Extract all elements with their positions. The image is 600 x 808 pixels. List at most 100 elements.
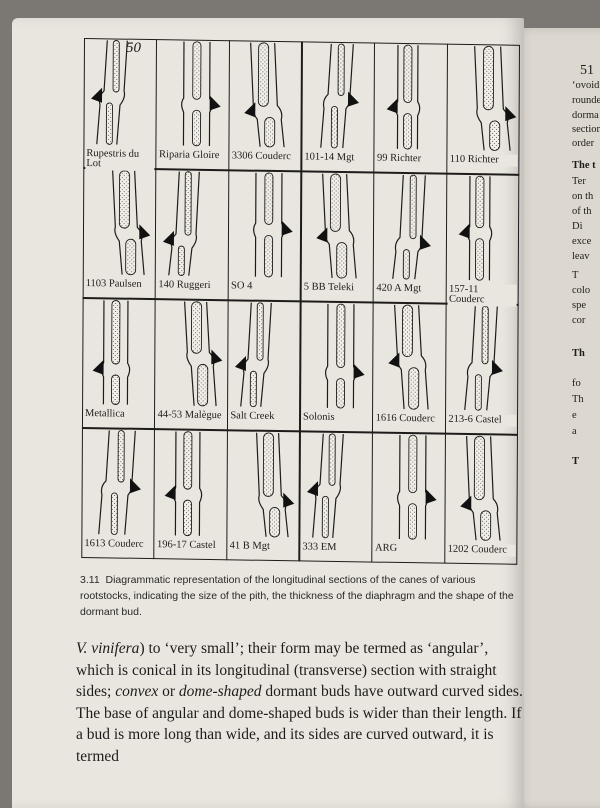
right-text-line: section (572, 124, 600, 135)
pith-lower (474, 238, 485, 281)
cane-drawing (392, 174, 431, 280)
pith-lower (110, 374, 121, 405)
right-text-line: dorma (572, 110, 599, 121)
cane-drawing (181, 41, 221, 147)
rootstock-label: 213-6 Castel (447, 413, 517, 427)
body-italic-dome-shaped: dome-shaped (178, 683, 262, 700)
rootstock-label: 5 BB Teleki (302, 281, 372, 295)
pith-upper (257, 42, 270, 107)
dormant-bud (306, 481, 319, 497)
dormant-bud (353, 363, 365, 379)
pith-upper (328, 433, 336, 486)
rootstock-label: 41 B Mgt (228, 540, 298, 554)
dormant-bud (491, 359, 503, 375)
rootstock-label: 157-11 Couderc (447, 283, 517, 307)
right-page-number: 51 (580, 63, 594, 78)
pith-lower (264, 116, 276, 148)
pith-lower (335, 378, 345, 409)
body-italic-convex: convex (115, 683, 159, 700)
cane-drawing (256, 432, 295, 538)
pith-upper (264, 172, 274, 225)
right-text-line: fo (572, 378, 581, 389)
cane-drawing (253, 172, 293, 278)
rootstock-label: 140 Ruggeri (157, 279, 227, 293)
pith-upper (408, 434, 418, 494)
caption-text: Diagrammatic representation of the longi… (80, 574, 514, 618)
dormant-bud (164, 484, 176, 500)
rootstock-label: 99 Richter (376, 152, 445, 166)
pith-lower (480, 510, 492, 541)
right-text-heading: Th (572, 348, 585, 359)
pith-lower (110, 492, 118, 535)
pith-lower (403, 113, 413, 150)
pith-upper (473, 435, 486, 501)
rootstock-label: 420 A Mgt (375, 282, 445, 296)
cane-drawing (92, 300, 131, 405)
rootstock-label: 110 Richter (448, 153, 518, 167)
cane-drawing (316, 173, 357, 279)
right-text-line: rounde (572, 95, 600, 106)
pith-upper (409, 174, 417, 240)
pith-upper (475, 175, 485, 229)
right-text-line: ‘ovoid’ (572, 80, 600, 91)
right-text-line: T (572, 270, 579, 281)
right-text-line: cor (572, 315, 586, 326)
rootstock-label: Rupestris du Lot (85, 148, 155, 172)
pith-lower (321, 495, 329, 539)
rootstock-label: Metallica (83, 408, 153, 422)
right-text-line: exce (572, 236, 592, 247)
cane-drawing (164, 431, 203, 537)
dormant-bud (244, 102, 256, 118)
rootstock-label: Salt Creek (229, 410, 299, 424)
rootstock-label: ARG (373, 542, 443, 556)
cane-drawing (474, 45, 517, 151)
cane-drawing (112, 170, 151, 276)
cane-drawing (184, 301, 223, 407)
pith-upper (337, 43, 345, 96)
pith-lower (249, 370, 257, 408)
rootstock-label: SO 4 (230, 280, 299, 294)
rootstock-label: 1616 Couderc (374, 412, 444, 426)
dormant-bud (386, 98, 398, 114)
right-page (513, 28, 600, 808)
cane-drawing (464, 305, 503, 411)
rootstock-label: 1202 Couderc (446, 543, 516, 557)
pith-lower (177, 245, 185, 276)
dormant-bud (505, 106, 517, 122)
dormant-bud (139, 224, 151, 240)
right-text-line: Th (572, 394, 584, 405)
right-text-heading: The t (572, 160, 596, 171)
rootstock-label: 1613 Couderc (83, 537, 153, 552)
pith-lower (489, 120, 501, 151)
pith-upper (190, 301, 203, 354)
pith-upper (111, 300, 121, 365)
cane-drawing (458, 175, 493, 281)
right-text-line: colo (572, 285, 591, 296)
pith-upper (403, 44, 413, 104)
cane-drawing (397, 434, 437, 540)
right-text-line: Ter (572, 176, 586, 187)
dormant-bud (91, 87, 103, 103)
right-text-line: Di (572, 221, 583, 232)
cane-drawing (324, 303, 365, 409)
pith-lower (125, 238, 137, 276)
cane-drawing (234, 302, 272, 408)
rootstock-label: 44-53 Malègue (156, 409, 226, 423)
right-text-line: e (572, 410, 577, 421)
cane-drawing (386, 44, 421, 150)
pith-upper (192, 41, 202, 100)
rootstock-label: Solonis (301, 411, 371, 425)
dormant-bud (234, 356, 247, 372)
pith-upper (262, 432, 275, 497)
cane-drawing (388, 304, 429, 410)
pith-lower (269, 507, 281, 538)
dormant-bud (316, 227, 328, 243)
cane-drawing (306, 433, 344, 539)
body-text-run: or (158, 683, 179, 700)
right-text-line: order (572, 138, 595, 149)
pith-lower (192, 109, 202, 147)
cane-drawing (162, 171, 200, 276)
pith-lower (105, 102, 113, 145)
cane-drawing (320, 43, 360, 149)
dormant-bud (162, 230, 174, 246)
